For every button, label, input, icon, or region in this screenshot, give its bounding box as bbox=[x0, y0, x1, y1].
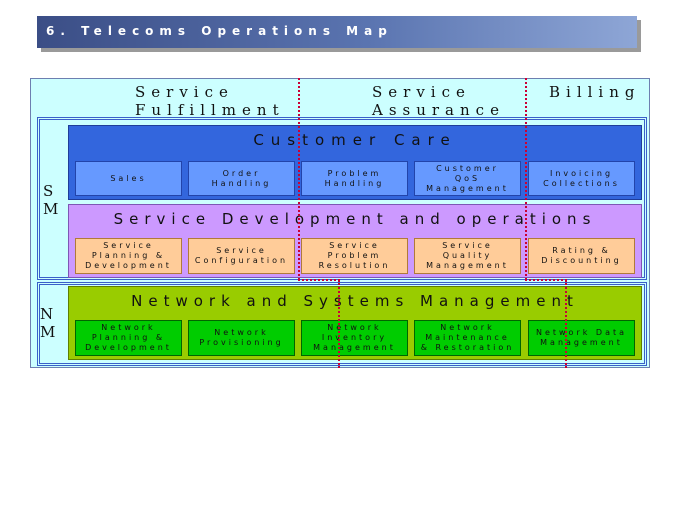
box-service-configuration: Service Configuration bbox=[188, 238, 295, 274]
box-service-problem: Service Problem Resolution bbox=[301, 238, 408, 274]
divider-line-2 bbox=[525, 78, 527, 280]
box-invoicing: Invoicing Collections bbox=[528, 161, 635, 196]
box-rating: Rating & Discounting bbox=[528, 238, 635, 274]
box-customer-qos: Customer QoS Management bbox=[414, 161, 521, 196]
box-network-planning: Network Planning & Development bbox=[75, 320, 182, 356]
box-network-provisioning: Network Provisioning bbox=[188, 320, 295, 356]
nm-label: N M bbox=[40, 305, 56, 341]
divider-line-1-lower bbox=[338, 280, 340, 368]
divider-jog-2 bbox=[525, 279, 567, 281]
box-sales: Sales bbox=[75, 161, 182, 196]
box-problem-handling: Problem Handling bbox=[301, 161, 408, 196]
network-mgmt-title: Network and Systems Management bbox=[131, 292, 579, 310]
box-network-maintenance: Network Maintenance & Restoration bbox=[414, 320, 521, 356]
box-service-quality: Service Quality Management bbox=[414, 238, 521, 274]
column-header-fulfillment: Service Fulfillment bbox=[135, 83, 285, 119]
slide-title: 6. Telecoms Operations Map bbox=[37, 16, 637, 48]
service-dev-title: Service Development and operations bbox=[113, 210, 597, 228]
sm-label: S M bbox=[43, 182, 59, 218]
divider-line-1 bbox=[298, 78, 300, 280]
column-header-billing: Billing bbox=[549, 83, 641, 101]
customer-care-title: Customer Care bbox=[253, 131, 457, 149]
box-service-planning: Service Planning & Development bbox=[75, 238, 182, 274]
box-order-handling: Order Handling bbox=[188, 161, 295, 196]
box-network-data: Network Data Management bbox=[528, 320, 635, 356]
column-header-assurance: Service Assurance bbox=[372, 83, 505, 119]
divider-jog-1 bbox=[298, 279, 340, 281]
divider-line-2-lower bbox=[565, 280, 567, 368]
box-network-inventory: Network Inventory Management bbox=[301, 320, 408, 356]
